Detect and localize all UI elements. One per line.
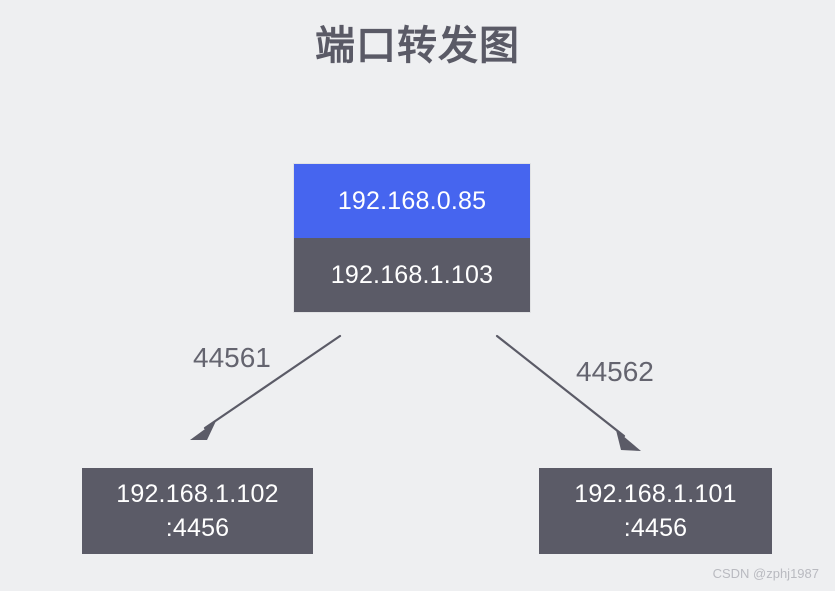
leaf-node-right[interactable]: 192.168.1.101 :4456 (539, 468, 772, 554)
leaf-node-left[interactable]: 192.168.1.102 :4456 (82, 468, 313, 554)
arrow-to-right-node (495, 334, 641, 451)
edge-label-right-port: 44562 (576, 356, 654, 387)
root-node-private-address-text: 192.168.1.103 (330, 261, 494, 289)
root-node-public-address[interactable]: 192.168.0.85 (294, 164, 530, 238)
leaf-node-right-port: :4456 (623, 514, 688, 542)
root-node-public-address-text: 192.168.0.85 (337, 187, 487, 215)
watermark: CSDN @zphj1987 (712, 566, 819, 581)
page-title: 端口转发图 (315, 24, 520, 68)
root-node-private-address[interactable]: 192.168.1.103 (294, 238, 530, 312)
leaf-node-left-address: 192.168.1.102 (116, 480, 279, 508)
root-node[interactable]: 192.168.0.85 192.168.1.103 (294, 164, 530, 312)
arrow-to-left-node (190, 334, 342, 440)
edge-label-left-port: 44561 (193, 342, 271, 373)
leaf-node-left-port: :4456 (165, 514, 230, 542)
leaf-node-right-address: 192.168.1.101 (574, 480, 737, 508)
